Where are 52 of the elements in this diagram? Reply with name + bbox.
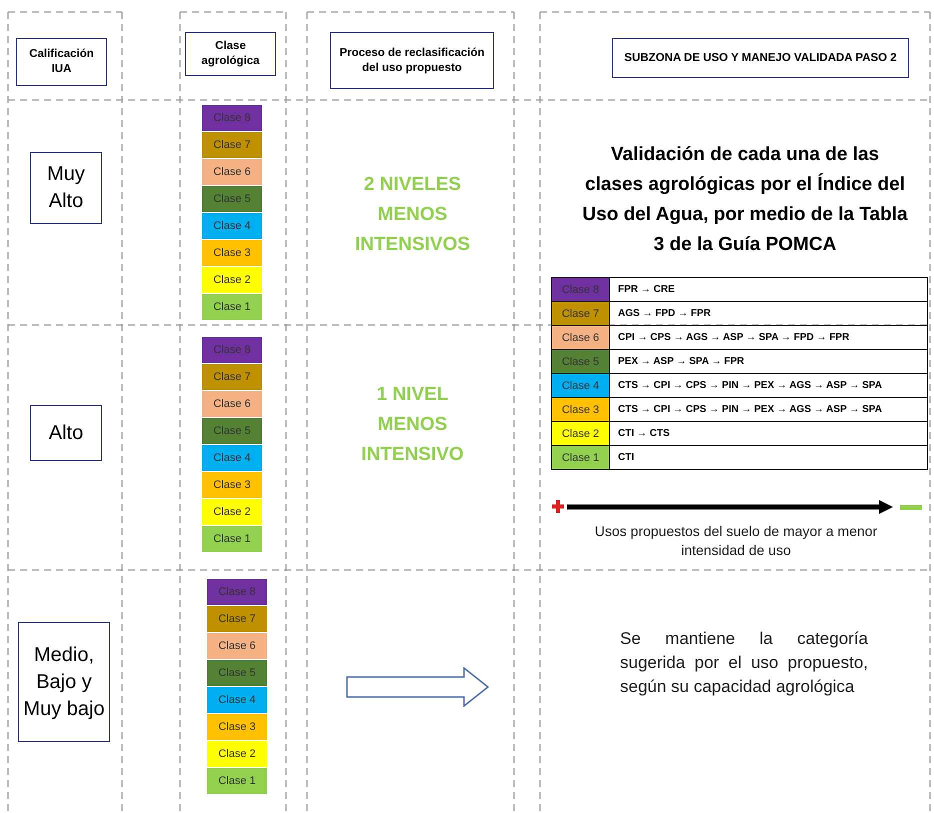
arrow-caption: Usos propuestos del suelo de mayor a menor intensidad de uso [594,522,878,560]
class-cell: Clase 4 [552,374,610,398]
class-block: Clase 1 [202,293,262,320]
land-use-sequence: CPI → CPS → AGS → ASP → SPA → FPD → FPR [610,326,928,350]
class-block: Clase 7 [202,131,262,158]
column-header: SUBZONA DE USO Y MANEJO VALIDADA PASO 2 [612,38,909,78]
column-header: Clase agrológica [185,32,276,76]
land-use-sequence: CTI [610,446,928,470]
class-block: Clase 6 [202,158,262,185]
rating-box: Medio, Bajo y Muy bajo [18,622,110,742]
class-block: Clase 4 [202,444,262,471]
class-block: Clase 6 [202,390,262,417]
class-block: Clase 5 [202,417,262,444]
land-use-sequence: FPR → CRE [610,278,928,302]
land-use-sequence: CTS → CPI → CPS → PIN → PEX → AGS → ASP → SPA [610,374,928,398]
class-block: Clase 5 [207,659,267,686]
class-cell: Clase 8 [552,278,610,302]
class-block: Clase 3 [202,239,262,266]
class-block: Clase 3 [207,713,267,740]
class-block: Clase 8 [202,336,262,363]
class-block: Clase 8 [202,104,262,131]
class-block: Clase 8 [207,578,267,605]
class-block: Clase 1 [207,767,267,794]
land-use-sequence: PEX → ASP → SPA → FPR [610,350,928,374]
class-block: Clase 6 [207,632,267,659]
column-header: Proceso de reclasificación del uso propuesto [330,32,494,89]
class-block: Clase 4 [202,212,262,239]
class-block: Clase 1 [202,525,262,552]
class-cell: Clase 3 [552,398,610,422]
class-block: Clase 7 [202,363,262,390]
land-use-sequence: CTS → CPI → CPS → PIN → PEX → AGS → ASP → SPA [610,398,928,422]
rating-box: Alto [30,405,102,461]
class-block: Clase 3 [202,471,262,498]
rating-box: Muy Alto [30,152,102,224]
class-block: Clase 7 [207,605,267,632]
class-block: Clase 5 [202,185,262,212]
class-cell: Clase 7 [552,302,610,326]
class-cell: Clase 6 [552,326,610,350]
validation-heading: Validación de cada una de las clases agrológicas por el Índice del Uso del Agua, por medio de la Tabla 3 de la Guía POMCA [581,143,909,257]
land-use-sequence: CTI → CTS [610,422,928,446]
level-note: 1 NIVEL MENOS INTENSIVO [360,383,465,467]
class-cell: Clase 5 [552,350,610,374]
class-block: Clase 2 [202,498,262,525]
column-header: Calificación IUA [16,38,107,86]
class-block: Clase 2 [202,266,262,293]
class-cell: Clase 1 [552,446,610,470]
level-note: 2 NIVELES MENOS INTENSIVOS [354,173,472,257]
land-use-sequence: AGS → FPD → FPR [610,302,928,326]
note-text: Se mantiene la categoría sugerida por el uso propuesto, según su capacidad agrológica [620,628,868,698]
class-cell: Clase 2 [552,422,610,446]
class-block: Clase 2 [207,740,267,767]
class-block: Clase 4 [207,686,267,713]
